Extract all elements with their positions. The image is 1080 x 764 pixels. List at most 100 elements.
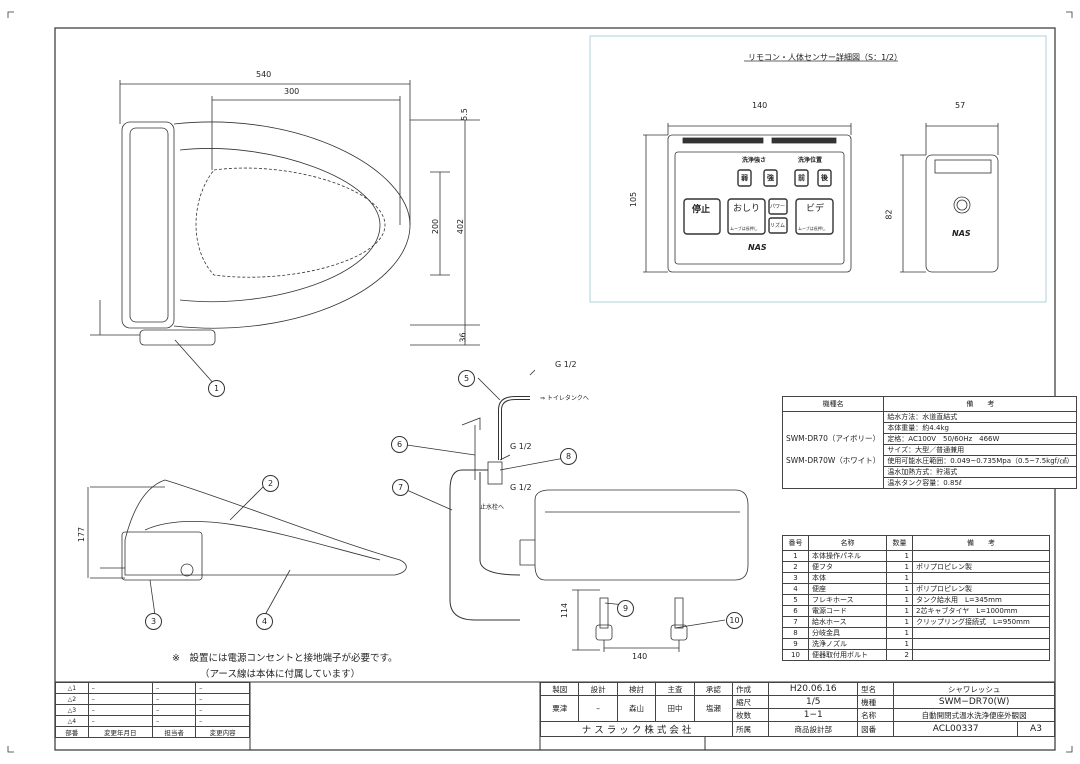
revision-cell-mark: △2 (55, 693, 89, 705)
installation-note: ※ 設置には電源コンセントと接地端子が必要です。 (172, 653, 398, 664)
parts-cell-no: 1 (782, 550, 809, 562)
parts-cell-name: 便フタ (808, 561, 887, 573)
dimension-label: 402 (456, 218, 466, 235)
parts-cell-qty: 1 (886, 594, 913, 606)
drawing-number: ACL00337 (893, 721, 1018, 737)
revision-cell-person: – (151, 704, 197, 716)
parts-cell-no: 10 (782, 649, 809, 661)
parts-header: 備 考 (912, 535, 1050, 551)
revision-cell-date: – (87, 704, 153, 716)
side-view-drawing (87, 479, 407, 581)
parts-cell-no: 6 (782, 605, 809, 617)
parts-cell-note (912, 638, 1050, 650)
role-label: 設計 (578, 682, 618, 696)
part-balloon: 8 (560, 448, 577, 465)
revision-cell-person: – (151, 693, 197, 705)
dimension-label: 82 (884, 209, 894, 220)
approver-name: 粟津 (539, 695, 580, 722)
revision-cell-content: – (195, 704, 250, 716)
parts-cell-note (912, 627, 1050, 639)
dimension-label: 300 (284, 87, 300, 96)
spec-row: 温水加熱方式：貯湯式 (883, 466, 1078, 478)
parts-cell-name: 洗浄ノズル (808, 638, 887, 650)
role-label: 検討 (616, 682, 657, 696)
to-tank-label: ⇒ トイレタンクへ (540, 395, 589, 402)
approver-name: – (578, 695, 618, 722)
spec-row: 定格：AC100V 50/60Hz 466W (883, 433, 1078, 445)
parts-cell-qty: 1 (886, 616, 913, 628)
sheets-label: 枚数 (732, 708, 770, 722)
revision-cell-date: – (87, 715, 153, 727)
role-label: 主査 (655, 682, 695, 696)
remote-move-hint: ムーブは長押し (730, 226, 758, 231)
spec-model: SWM-DR70W（ホワイト） (786, 456, 881, 465)
part-balloon: 6 (391, 436, 408, 453)
parts-cell-note: ポリプロピレン製 (912, 561, 1050, 573)
remote-detail-title: リモコン・人体センサー詳細図（S：1/2） (748, 53, 902, 62)
role-label: 承認 (693, 682, 734, 696)
sheets-value: 1−1 (768, 708, 859, 722)
spec-row: 使用可能水圧範囲：0.049~0.735Mpa（0.5~7.5kgf/㎠） (883, 455, 1078, 467)
dimension-label: 57 (955, 101, 966, 110)
name-label: 名称 (857, 708, 895, 722)
model-label: 機種 (857, 695, 895, 709)
thread-label: G 1/2 (510, 483, 532, 492)
model-value: SWM−DR70(W) (893, 695, 1055, 709)
parts-cell-name: 電源コード (808, 605, 887, 617)
dimension-label: 36 (458, 332, 468, 343)
parts-cell-qty: 1 (886, 583, 913, 595)
remote-button-power: パワー (770, 204, 786, 210)
dimension-label: 114 (560, 602, 570, 619)
parts-cell-note (912, 649, 1050, 661)
parts-cell-note: 2芯キャブタイヤ L=1000mm (912, 605, 1050, 617)
approver-name: 塩瀬 (693, 695, 734, 722)
remote-button-strong: 強 (767, 174, 774, 182)
revision-cell-mark: △4 (55, 715, 89, 727)
spec-row: 給水方法：水道直結式 (883, 411, 1078, 423)
revision-cell-content: – (195, 682, 250, 694)
parts-cell-name: 便器取付用ボルト (808, 649, 887, 661)
parts-cell-no: 4 (782, 583, 809, 595)
revision-row: △1––– (55, 682, 250, 694)
remote-label-strength: 洗浄強さ (742, 157, 767, 164)
drawing-no-label: 図番 (857, 721, 895, 737)
dept-label: 所属 (732, 721, 770, 737)
revision-footer-label: 変更内容 (195, 726, 250, 738)
remote-label-position: 洗浄位置 (798, 157, 823, 164)
created-label: 作成 (732, 682, 770, 696)
installation-note-sub: （アース線は本体に付属しています） (200, 669, 361, 680)
parts-header: 名称 (808, 535, 887, 551)
parts-cell-no: 8 (782, 627, 809, 639)
spec-header-model: 機種名 (781, 396, 885, 412)
scale-value: 1/5 (768, 695, 859, 709)
revision-footer-label: 担当者 (151, 726, 197, 738)
parts-cell-name: 本体 (808, 572, 887, 584)
revision-row: △4––– (55, 715, 250, 727)
type-value: シャワレッシュ (893, 682, 1055, 696)
dimension-label: 200 (431, 218, 441, 235)
remote-brand-logo: NAS (748, 243, 767, 252)
role-label: 製図 (539, 682, 580, 696)
parts-cell-qty: 1 (886, 550, 913, 562)
parts-cell-no: 7 (782, 616, 809, 628)
part-balloon: 9 (617, 600, 634, 617)
revision-row: △2––– (55, 693, 250, 705)
rear-view-drawing (449, 396, 749, 652)
remote-button-front: 前 (798, 174, 805, 182)
remote-button-oshiri: おしり (733, 204, 761, 214)
scale-label: 縮尺 (732, 695, 770, 709)
approver-name: 田中 (655, 695, 695, 722)
revision-cell-mark: △3 (55, 704, 89, 716)
part-balloon: 4 (256, 613, 273, 630)
part-balloon: 10 (726, 612, 743, 629)
to-valve-label: 止水栓へ (480, 504, 505, 511)
